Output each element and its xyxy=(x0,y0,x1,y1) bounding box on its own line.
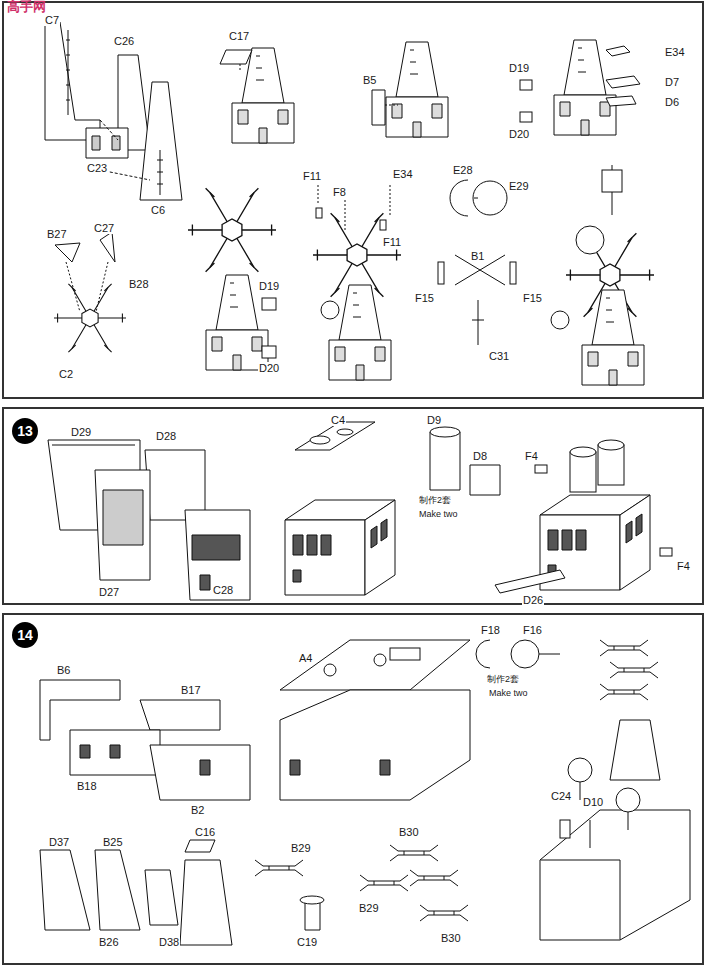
part-number: B30 xyxy=(398,826,420,838)
part-number: D19 xyxy=(508,62,530,74)
part-number: D6 xyxy=(664,96,680,108)
part-number: C31 xyxy=(488,350,510,362)
part-number: B5 xyxy=(362,74,377,86)
part-number: C2 xyxy=(58,368,74,380)
step-label: 14 xyxy=(17,627,33,643)
part-number: B25 xyxy=(102,836,124,848)
part-number: D20 xyxy=(508,128,530,140)
part-number: D9 xyxy=(426,414,442,426)
part-number: C19 xyxy=(296,936,318,948)
part-number: B1 xyxy=(470,250,485,262)
part-number: F18 xyxy=(480,624,501,636)
note: Make two xyxy=(418,509,459,519)
part-number: E34 xyxy=(392,168,414,180)
part-number: F15 xyxy=(414,292,435,304)
part-number: F8 xyxy=(332,186,347,198)
part-number: D38 xyxy=(158,936,180,948)
part-number: B29 xyxy=(358,902,380,914)
part-number: D20 xyxy=(258,362,280,374)
part-number: B27 xyxy=(46,228,68,240)
part-number: C27 xyxy=(93,222,115,234)
step-number: 13 xyxy=(12,418,38,444)
part-number: C7 xyxy=(44,14,60,26)
step-label: 13 xyxy=(17,423,33,439)
note: 制作2套 xyxy=(418,495,452,505)
part-number: D28 xyxy=(155,430,177,442)
part-number: C16 xyxy=(194,826,216,838)
note: 制作2套 xyxy=(486,674,520,684)
part-number: B28 xyxy=(128,278,150,290)
part-number: F11 xyxy=(302,170,322,182)
part-number: B26 xyxy=(98,936,120,948)
part-number: C17 xyxy=(228,30,250,42)
part-number: D19 xyxy=(258,280,280,292)
part-number: D29 xyxy=(70,426,92,438)
step-number: 14 xyxy=(12,622,38,648)
part-number: D27 xyxy=(98,586,120,598)
part-number: D8 xyxy=(472,450,488,462)
part-number: A4 xyxy=(298,652,313,664)
part-number: C24 xyxy=(550,790,572,802)
part-number: E29 xyxy=(508,180,530,192)
part-number: D7 xyxy=(664,76,680,88)
part-number: B6 xyxy=(56,664,71,676)
part-number: B2 xyxy=(190,804,205,816)
part-number: B18 xyxy=(76,780,98,792)
watermark: 高手网 xyxy=(6,1,47,13)
part-number: C6 xyxy=(150,204,166,216)
part-number: D37 xyxy=(48,836,70,848)
part-number: D26 xyxy=(522,594,544,606)
part-number: F11 xyxy=(382,236,402,248)
part-number: B29 xyxy=(290,842,312,854)
part-number: C26 xyxy=(113,35,135,47)
part-number: F4 xyxy=(676,560,691,572)
part-number: F4 xyxy=(524,450,539,462)
part-number: E34 xyxy=(664,46,686,58)
part-number: C28 xyxy=(212,584,234,596)
part-number: B17 xyxy=(180,684,202,696)
part-number: F16 xyxy=(522,624,543,636)
part-number: E28 xyxy=(452,164,474,176)
part-number: C4 xyxy=(330,414,346,426)
part-number: F15 xyxy=(522,292,543,304)
part-number: C23 xyxy=(86,162,108,174)
part-number: D10 xyxy=(582,796,604,808)
note: Make two xyxy=(488,688,529,698)
part-number: B30 xyxy=(440,932,462,944)
